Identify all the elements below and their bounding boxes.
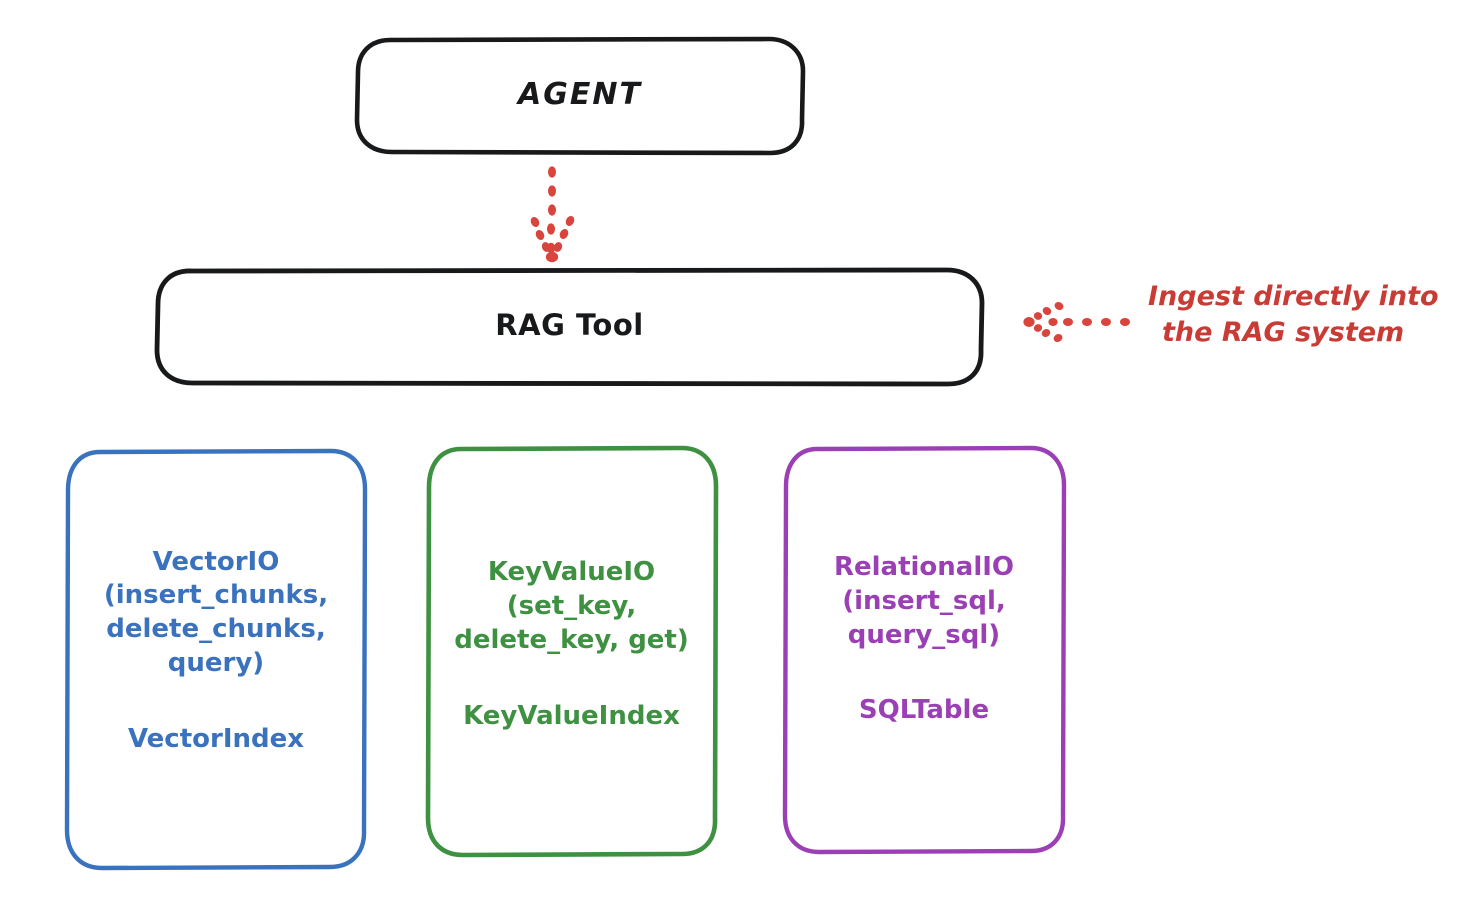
key-value-io-index-label: KeyValueIndex (463, 700, 680, 731)
node-key-value-io-content: KeyValueIO (set_key, delete_key, get) Ke… (442, 556, 701, 733)
node-vector-io[interactable]: VectorIO (insert_chunks, delete_chunks, … (67, 450, 365, 868)
relational-io-index-label: SQLTable (858, 695, 990, 726)
ingest-annotation: Ingest directly into the RAG system (1148, 279, 1478, 350)
key-value-io-interface-label: KeyValueIO (set_key, delete_key, get) (454, 557, 689, 655)
agent-to-rag-tool-arrow (530, 166, 575, 263)
ingest-arrow (1023, 302, 1130, 342)
node-relational-io-content: RelationalIO (insert_sql, query_sql) SQL… (799, 551, 1049, 728)
node-vector-io-content: VectorIO (insert_chunks, delete_chunks, … (81, 546, 351, 757)
node-agent-label: AGENT (518, 76, 642, 112)
ingest-annotation-line2: the RAG system (1162, 316, 1405, 348)
ingest-annotation-line1: Ingest directly into (1148, 281, 1439, 312)
node-key-value-io[interactable]: KeyValueIO (set_key, delete_key, get) Ke… (428, 447, 715, 855)
node-agent[interactable]: AGENT (357, 38, 803, 152)
node-rag-tool[interactable]: RAG Tool (157, 269, 982, 383)
vector-io-index-label: VectorIndex (127, 723, 305, 754)
relational-io-interface-label: RelationalIO (insert_sql, query_sql) (833, 551, 1015, 650)
vector-io-interface-label: VectorIO (insert_chunks, delete_chunks, … (103, 546, 329, 678)
node-relational-io[interactable]: RelationalIO (insert_sql, query_sql) SQL… (785, 447, 1063, 852)
node-rag-tool-label: RAG Tool (495, 308, 644, 343)
